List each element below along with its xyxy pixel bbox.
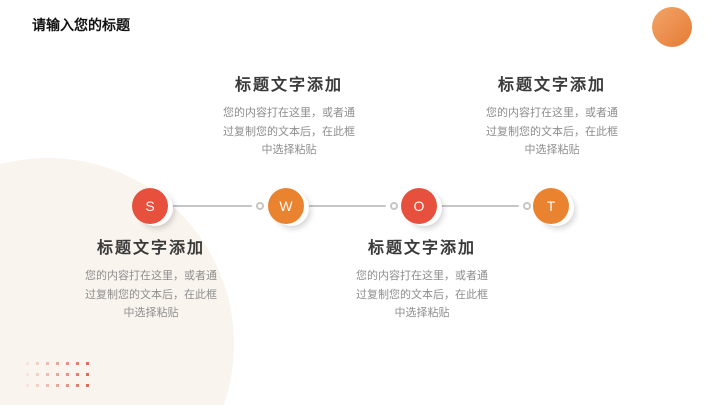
connector-end-dot: [523, 202, 531, 210]
corner-circle-decoration: [652, 7, 692, 47]
block-heading: 标题文字添加: [367, 240, 476, 257]
block-heading: 标题文字添加: [96, 240, 205, 257]
connector-line: [439, 205, 519, 207]
node-letter: T: [533, 188, 569, 224]
text-block-t: 标题文字添加 您的内容打在这里，或者通 过复制您的文本后，在此框 中选择粘贴: [462, 76, 642, 160]
block-heading: 标题文字添加: [234, 77, 343, 94]
text-block-o: 标题文字添加 您的内容打在这里，或者通 过复制您的文本后，在此框 中选择粘贴: [332, 239, 512, 323]
timeline-connector: [306, 202, 398, 210]
connector-end-dot: [256, 202, 264, 210]
block-body: 您的内容打在这里，或者通 过复制您的文本后，在此框 中选择粘贴: [486, 107, 618, 156]
block-body: 您的内容打在这里，或者通 过复制您的文本后，在此框 中选择粘贴: [223, 107, 355, 156]
block-heading: 标题文字添加: [497, 77, 606, 94]
timeline-node-t: T: [533, 188, 574, 226]
timeline-connector: [439, 202, 531, 210]
block-body: 您的内容打在这里，或者通 过复制您的文本后，在此框 中选择粘贴: [85, 270, 217, 319]
text-block-s: 标题文字添加 您的内容打在这里，或者通 过复制您的文本后，在此框 中选择粘贴: [61, 239, 241, 323]
timeline-node-s: S: [132, 188, 173, 226]
timeline-node-o: O: [401, 188, 442, 226]
node-letter: W: [268, 188, 304, 224]
connector-line: [306, 205, 386, 207]
dot-grid-decoration: [26, 362, 89, 387]
connector-line: [170, 205, 252, 207]
text-block-w: 标题文字添加 您的内容打在这里，或者通 过复制您的文本后，在此框 中选择粘贴: [199, 76, 379, 160]
slide-title: 请输入您的标题: [32, 17, 130, 33]
block-body: 您的内容打在这里，或者通 过复制您的文本后，在此框 中选择粘贴: [356, 270, 488, 319]
node-letter: S: [132, 188, 168, 224]
timeline-node-w: W: [268, 188, 309, 226]
connector-end-dot: [390, 202, 398, 210]
timeline-connector: [170, 202, 264, 210]
node-letter: O: [401, 188, 437, 224]
